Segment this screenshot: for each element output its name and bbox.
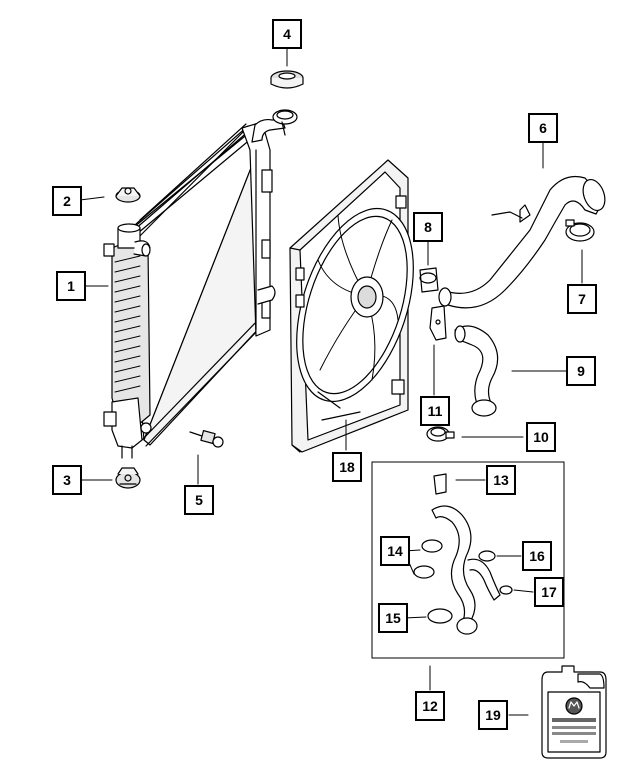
bleed-valve-part bbox=[115, 187, 141, 203]
hose-clamp-part bbox=[565, 219, 595, 242]
callout-4: 4 bbox=[272, 19, 302, 49]
callout-3: 3 bbox=[52, 465, 82, 495]
callout-8: 8 bbox=[413, 212, 443, 242]
callout-18: 18 bbox=[332, 452, 362, 482]
callout-12: 12 bbox=[415, 691, 445, 721]
hose-kit-parts bbox=[413, 473, 513, 635]
callout-5: 5 bbox=[184, 485, 214, 515]
callout-1: 1 bbox=[56, 271, 86, 301]
fan-shroud-assembly bbox=[289, 159, 414, 453]
hose-clamp-part bbox=[426, 426, 455, 442]
hose-kit-box bbox=[371, 461, 565, 659]
callout-13: 13 bbox=[486, 465, 516, 495]
callout-10: 10 bbox=[526, 422, 556, 452]
callout-15: 15 bbox=[378, 603, 408, 633]
bracket-part bbox=[429, 305, 447, 341]
upper-hose-part bbox=[438, 175, 606, 309]
drain-cock-part bbox=[115, 467, 141, 489]
lower-hose-part bbox=[454, 325, 499, 417]
radiator-cap-part bbox=[270, 70, 304, 89]
coolant-jug bbox=[541, 665, 607, 759]
callout-2: 2 bbox=[52, 186, 82, 216]
radiator bbox=[103, 109, 298, 459]
callout-14: 14 bbox=[380, 536, 410, 566]
callout-9: 9 bbox=[566, 356, 596, 386]
callout-16: 16 bbox=[522, 541, 552, 571]
callout-19: 19 bbox=[478, 700, 508, 730]
callout-6: 6 bbox=[528, 113, 558, 143]
callout-7: 7 bbox=[567, 284, 597, 314]
hose-clamp-part bbox=[419, 267, 439, 293]
leader-lines bbox=[79, 48, 583, 716]
sensor-part bbox=[189, 430, 224, 448]
callout-17: 17 bbox=[534, 577, 564, 607]
callout-11: 11 bbox=[420, 396, 450, 426]
